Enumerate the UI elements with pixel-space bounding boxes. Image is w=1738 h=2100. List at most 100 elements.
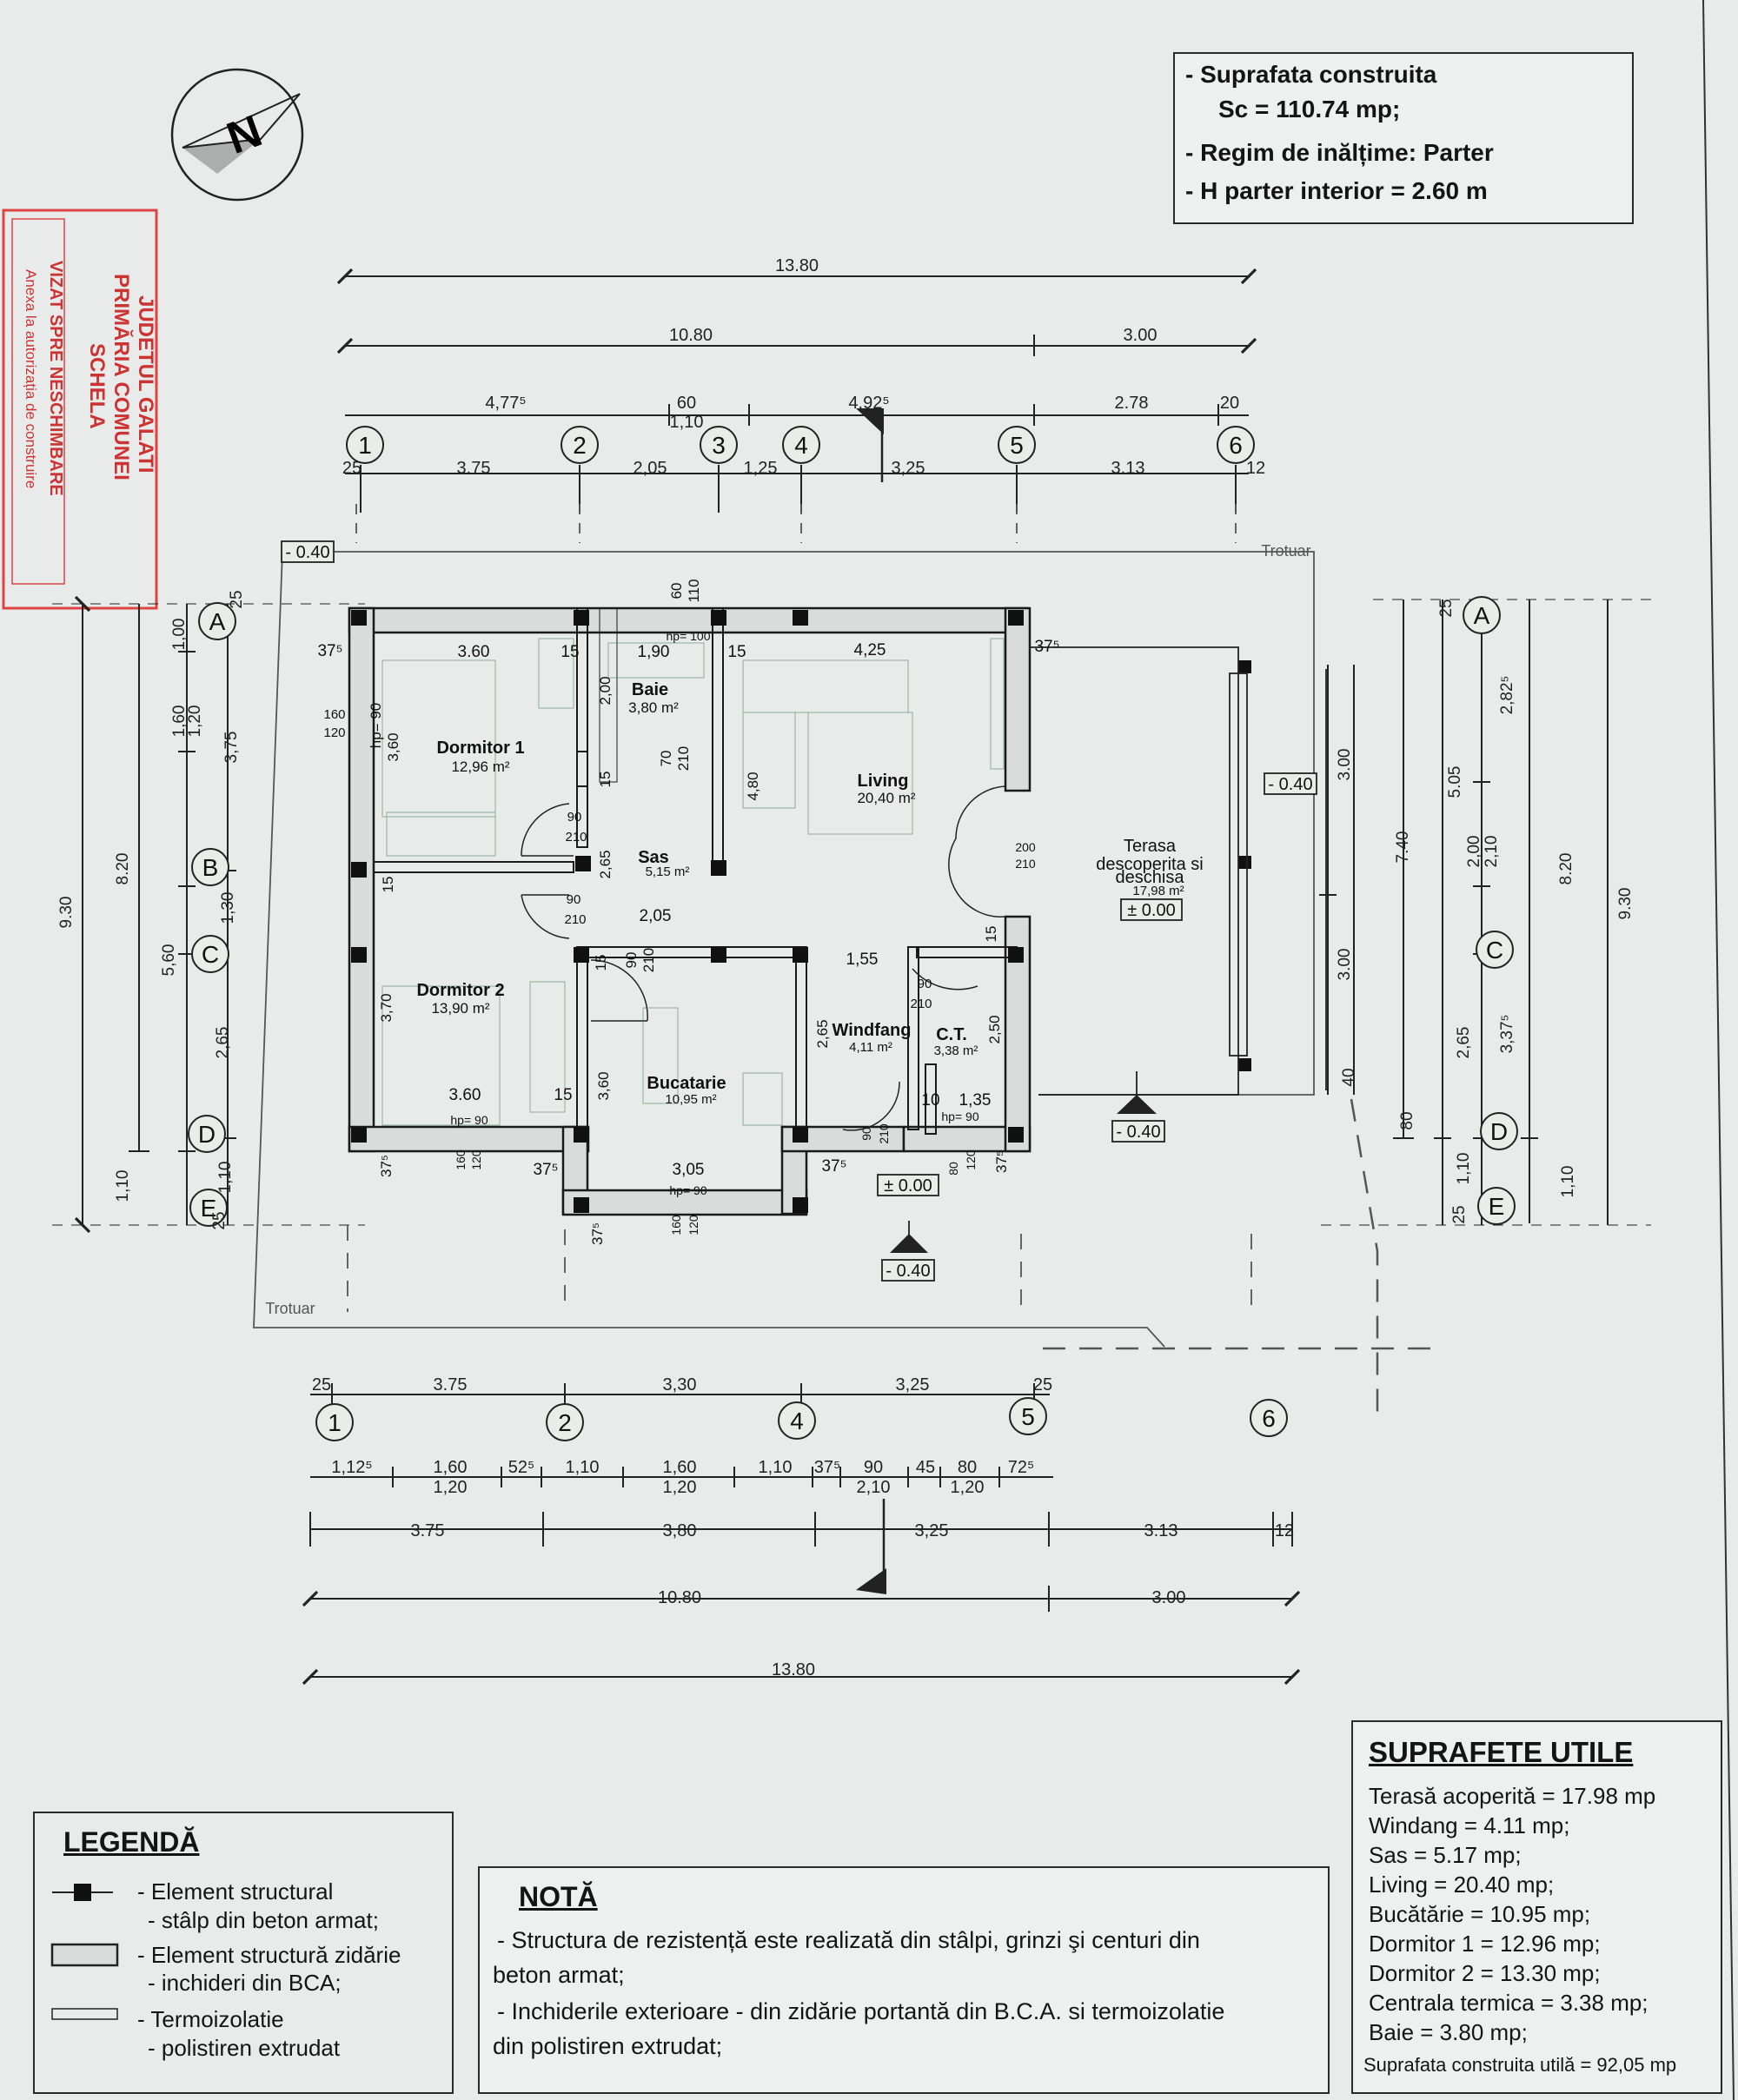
info-line-3: - Regim de inălțime: Parter bbox=[1185, 139, 1494, 166]
dim-bot-f9: 45 bbox=[916, 1458, 935, 1477]
legend-box: LEGENDĂ - Element structural - stâlp din… bbox=[33, 1812, 454, 2094]
axis-4-bottom: 4 bbox=[790, 1408, 804, 1434]
axis-B-left: B bbox=[202, 854, 219, 881]
inner-dim: 15 bbox=[380, 877, 396, 893]
bottom-axis-bubbles bbox=[315, 1397, 1288, 1441]
dim-left-d3: 1,20 bbox=[186, 706, 204, 738]
inner-dim: 60 bbox=[668, 583, 685, 600]
inner-dim: 15 bbox=[597, 772, 614, 788]
inner-dim: 160 bbox=[323, 707, 345, 722]
stamp-line-4: VIZAT SPRE NESCHIMBARE bbox=[46, 261, 65, 496]
dim-top-a: 10.80 bbox=[669, 326, 713, 345]
dim-right-g2: 5.05 bbox=[1446, 766, 1464, 798]
dim-left-d7: 1,10 bbox=[216, 1162, 235, 1194]
dim-bot-h2: 3.00 bbox=[1152, 1588, 1186, 1607]
dim-bot-f10b: 1,20 bbox=[951, 1478, 985, 1497]
inner-dim: 90 bbox=[918, 977, 932, 991]
dim-bot-total: 13.80 bbox=[772, 1660, 815, 1679]
info-line-2: Sc = 110.74 mp; bbox=[1218, 96, 1401, 123]
dim-bot-e1: 3.75 bbox=[434, 1375, 468, 1394]
level-boxes bbox=[281, 540, 1317, 1282]
inner-dim: hp= 90 bbox=[941, 1110, 978, 1123]
inner-dim: 3,70 bbox=[378, 993, 395, 1022]
dim-top-c1: 4,77⁵ bbox=[485, 394, 526, 413]
nota-box: NOTĂ - Structura de rezistență este real… bbox=[478, 1866, 1330, 2094]
legend-insulation-icon bbox=[51, 2008, 118, 2020]
dim-left-b: 1,10 bbox=[114, 1170, 132, 1202]
room-bucatarie: Bucatarie bbox=[647, 1074, 726, 1093]
room-ct: C.T. bbox=[936, 1025, 967, 1044]
inner-dim: hp= 100 bbox=[667, 629, 711, 643]
inner-dim: 37⁵ bbox=[1034, 638, 1059, 656]
north-arrow-icon: N bbox=[170, 68, 304, 202]
axis-6-top: 6 bbox=[1229, 432, 1243, 459]
inner-dim: 210 bbox=[1015, 857, 1036, 871]
axis-D-left: D bbox=[198, 1121, 216, 1148]
inner-dim: 15 bbox=[561, 643, 579, 661]
room-terasa-line-2: descoperita si bbox=[1096, 855, 1203, 874]
legend-title: LEGENDĂ bbox=[63, 1826, 200, 1858]
level-zero-entry: ± 0.00 bbox=[884, 1176, 932, 1196]
room-dormitor-2-area: 13,90 m² bbox=[431, 1000, 489, 1017]
dim-bot-e3: 3,25 bbox=[896, 1375, 930, 1394]
dim-right-e1: 3.00 bbox=[1336, 749, 1354, 781]
room-windfang-area: 4,11 m² bbox=[849, 1040, 892, 1055]
inner-dim: 3,60 bbox=[385, 732, 401, 761]
inner-dim: 210 bbox=[640, 948, 657, 972]
sheet-edge-line bbox=[1702, 0, 1735, 2100]
dim-bot-f8b: 2,10 bbox=[857, 1478, 891, 1497]
dim-bot-f5b: 1,20 bbox=[663, 1478, 697, 1497]
nota-line-1: - Structura de rezistență este realizată… bbox=[497, 1927, 1200, 1953]
level-minus-040-c: - 0.40 bbox=[1116, 1123, 1160, 1142]
room-ct-area: 3,38 m² bbox=[934, 1043, 978, 1058]
dim-bot-f11: 72⁵ bbox=[1008, 1458, 1035, 1477]
dim-right-i1: 9.30 bbox=[1616, 888, 1635, 920]
dim-bot-f4: 1,10 bbox=[566, 1458, 600, 1477]
dim-top-c3: 1,10 bbox=[670, 413, 704, 432]
axis-2-top: 2 bbox=[573, 432, 587, 459]
inner-dim: 37⁵ bbox=[317, 642, 342, 660]
inner-dim: 1,90 bbox=[638, 643, 670, 661]
inner-dim: 90 bbox=[859, 1127, 873, 1141]
left-dimensions bbox=[52, 595, 365, 1234]
legend-item-1-a: - Element structural bbox=[137, 1878, 334, 1905]
room-dormitor-1-area: 12,96 m² bbox=[451, 759, 509, 775]
inner-dim: 2,00 bbox=[597, 676, 614, 705]
municipality-stamp: JUDETUL GALATI PRIMĂRIA COMUNEI SCHELA V… bbox=[2, 209, 158, 610]
room-sas: Sas bbox=[638, 848, 669, 867]
inner-dim: 210 bbox=[675, 746, 692, 771]
axis-5-bottom: 5 bbox=[1021, 1403, 1035, 1430]
inner-dim: 15 bbox=[983, 926, 999, 943]
dim-bot-f2b: 1,20 bbox=[434, 1478, 468, 1497]
inner-dim: 2,50 bbox=[986, 1015, 1003, 1043]
dim-left-d8: 25 bbox=[228, 590, 246, 608]
axis-C-left: C bbox=[202, 941, 219, 968]
sidewalk-outline bbox=[253, 504, 1438, 1421]
room-living-area: 20,40 m² bbox=[857, 790, 915, 806]
dim-top-d3: 1,25 bbox=[744, 459, 778, 478]
room-baie: Baie bbox=[632, 680, 668, 699]
inner-dim: 200 bbox=[1015, 840, 1036, 854]
axis-1-bottom: 1 bbox=[328, 1409, 342, 1436]
suprafete-line-8: Centrala termica = 3.38 mp; bbox=[1369, 1990, 1648, 2016]
suprafete-title: SUPRAFETE UTILE bbox=[1369, 1736, 1634, 1768]
dim-top-d5: 3.13 bbox=[1111, 459, 1145, 478]
inner-dim: 37⁵ bbox=[821, 1157, 846, 1176]
inner-dim: 70 bbox=[658, 751, 674, 767]
nota-line-2: beton armat; bbox=[493, 1962, 625, 1988]
room-terasa-line-3: deschisa bbox=[1116, 868, 1185, 887]
axis-E-left: E bbox=[201, 1195, 217, 1222]
dim-right-e3: 40 bbox=[1340, 1068, 1358, 1086]
inner-dim: 210 bbox=[910, 997, 932, 1011]
dim-bot-f5: 1,60 bbox=[663, 1458, 697, 1477]
dim-right-g3: 2,00 bbox=[1465, 836, 1483, 868]
dim-right-f1: 7.40 bbox=[1394, 831, 1412, 864]
interior-walls bbox=[373, 607, 1018, 1135]
dim-top-d1: 3.75 bbox=[457, 459, 491, 478]
inner-dim: 110 bbox=[686, 579, 702, 602]
room-windfang: Windfang bbox=[833, 1021, 912, 1040]
dim-bot-f1: 1,12⁵ bbox=[331, 1458, 372, 1477]
exterior-walls bbox=[348, 606, 1032, 1216]
dim-bot-f7: 37⁵ bbox=[814, 1458, 841, 1477]
